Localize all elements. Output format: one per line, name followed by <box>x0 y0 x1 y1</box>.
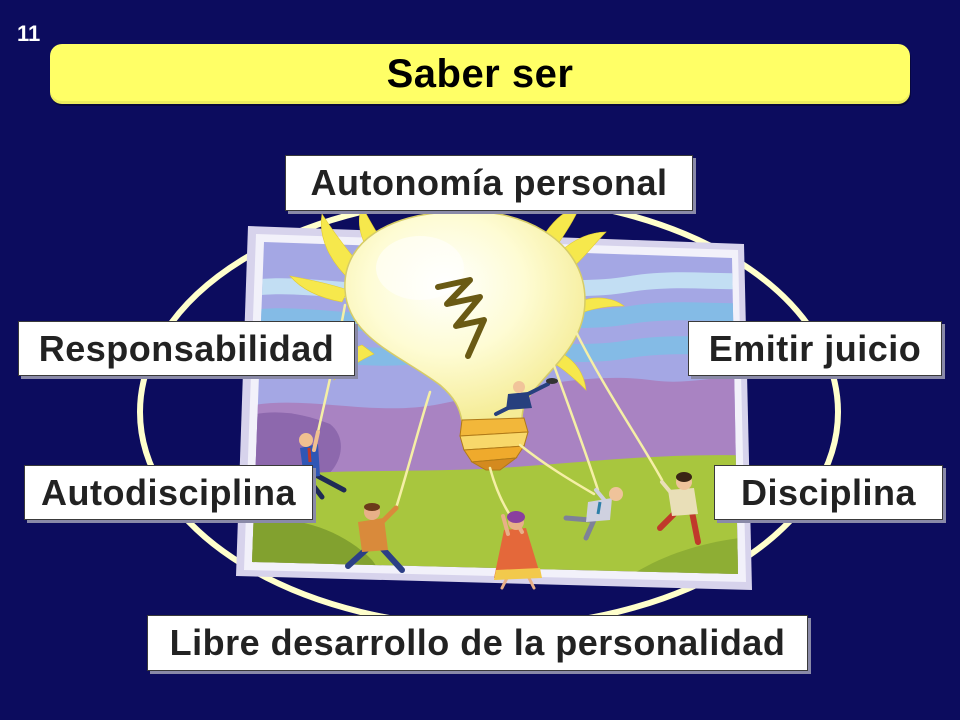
light-ray <box>583 297 625 313</box>
person-figure <box>657 472 701 545</box>
person-leg <box>311 471 347 493</box>
rope <box>394 390 432 510</box>
person-leg <box>379 545 405 573</box>
dark-field <box>252 519 381 574</box>
person-leg <box>689 509 701 545</box>
person-arm <box>377 505 399 527</box>
concept-label-top: Autonomía personal <box>310 162 668 203</box>
concept-box-right-upper: Emitir juicio <box>688 321 942 376</box>
person-leg <box>563 515 593 523</box>
person-figure <box>563 487 623 541</box>
person-hair <box>364 503 380 511</box>
person-arm <box>501 514 510 536</box>
person-dress <box>494 528 540 578</box>
person-arm <box>594 488 608 504</box>
hat <box>546 378 558 384</box>
bulb-base <box>459 417 529 471</box>
person-head <box>299 433 313 447</box>
concept-label-right-upper: Emitir juicio <box>708 327 922 369</box>
concept-box-bottom: Libre desarrollo de la personalidad <box>147 615 808 671</box>
person-arm <box>660 480 674 496</box>
bulb-highlight <box>376 236 464 300</box>
person-tie <box>596 501 602 515</box>
person-hair <box>676 472 692 482</box>
rope <box>518 443 596 496</box>
dark-field <box>600 536 738 574</box>
person-figure <box>494 511 542 590</box>
person-arm <box>312 430 320 452</box>
bulb-filament <box>435 277 487 359</box>
person-head <box>513 381 525 393</box>
person-figure <box>345 503 405 573</box>
title-bar: Saber ser <box>50 44 910 104</box>
concept-label-left-lower: Autodisciplina <box>40 471 296 513</box>
person-tie <box>307 447 312 463</box>
person-dress-trim <box>494 568 542 580</box>
person-torso <box>668 488 698 516</box>
rider-figure <box>494 378 558 416</box>
person-head <box>609 487 623 501</box>
concept-box-right-lower: Disciplina <box>714 465 943 520</box>
bulb-base-tip <box>470 457 518 471</box>
person-hair <box>507 511 525 523</box>
person-leg <box>583 517 597 541</box>
person-arm <box>524 382 550 397</box>
person-torso <box>358 518 388 552</box>
clipart-illustration <box>236 205 752 590</box>
concept-box-top: Autonomía personal <box>285 155 693 211</box>
concept-label-bottom: Libre desarrollo de la personalidad <box>169 622 786 663</box>
concept-label-left-upper: Responsabilidad <box>38 327 335 369</box>
concept-box-left-upper: Responsabilidad <box>18 321 355 376</box>
concept-box-left-lower: Autodisciplina <box>24 465 313 520</box>
light-ray <box>551 351 587 391</box>
light-ray <box>289 275 349 303</box>
concept-label-right-lower: Disciplina <box>740 471 917 513</box>
slide-number: 11 <box>17 21 41 46</box>
light-bulb <box>344 210 586 471</box>
slide-title: Saber ser <box>386 52 574 96</box>
rope <box>550 358 600 492</box>
rope <box>573 328 664 482</box>
